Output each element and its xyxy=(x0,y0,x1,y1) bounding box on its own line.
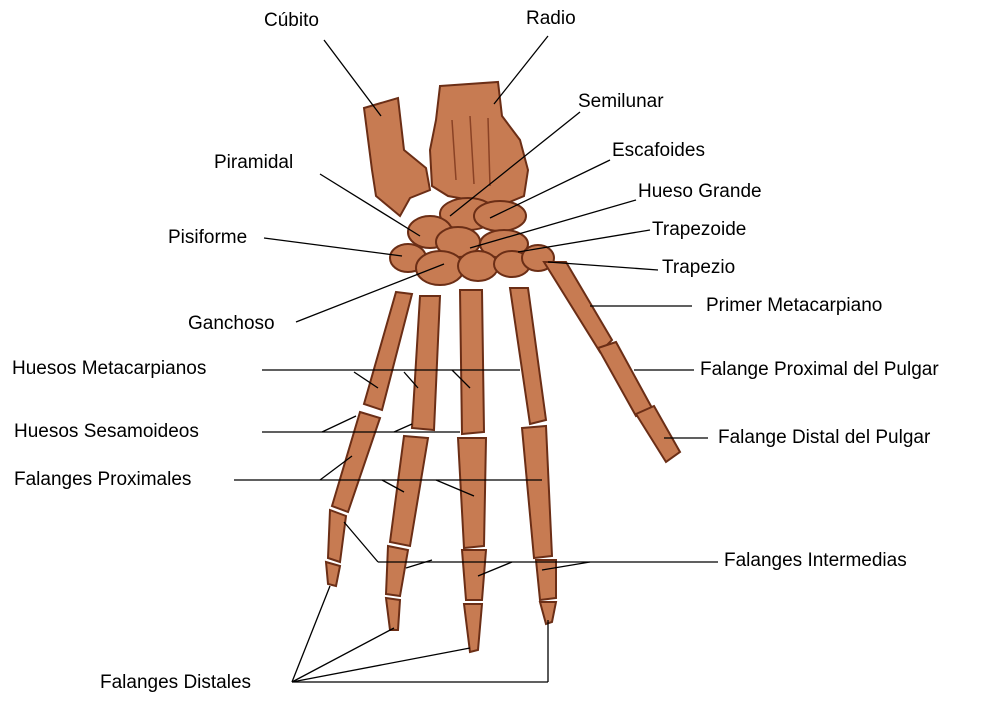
label-trapezoide: Trapezoide xyxy=(652,219,746,241)
label-pisiforme: Pisiforme xyxy=(168,227,247,249)
ulna-bone xyxy=(364,98,430,216)
label-huesos-metacarpianos: Huesos Metacarpianos xyxy=(12,358,206,380)
label-ganchoso: Ganchoso xyxy=(188,313,275,335)
label-falanges-proximales: Falanges Proximales xyxy=(14,469,191,491)
label-falanges-distales: Falanges Distales xyxy=(100,672,251,694)
label-falange-distal-pulgar: Falange Distal del Pulgar xyxy=(718,427,930,449)
label-falange-proximal-pulgar: Falange Proximal del Pulgar xyxy=(700,359,939,381)
middle-finger-bones xyxy=(458,290,486,652)
thumb-bones xyxy=(544,262,680,462)
index-finger-bones xyxy=(510,288,556,624)
label-radio: Radio xyxy=(526,8,576,30)
label-huesos-sesamoideos: Huesos Sesamoideos xyxy=(14,421,199,443)
label-trapezio: Trapezio xyxy=(662,257,735,279)
radius-bone xyxy=(430,82,528,206)
label-falanges-intermedias: Falanges Intermedias xyxy=(724,550,907,572)
label-escafoides: Escafoides xyxy=(612,140,705,162)
label-cubito: Cúbito xyxy=(264,10,319,32)
label-piramidal: Piramidal xyxy=(214,152,293,174)
label-semilunar: Semilunar xyxy=(578,91,664,113)
carpal-bones xyxy=(390,198,554,285)
label-primer-metacarpiano: Primer Metacarpiano xyxy=(706,295,882,317)
label-hueso-grande: Hueso Grande xyxy=(638,181,762,203)
